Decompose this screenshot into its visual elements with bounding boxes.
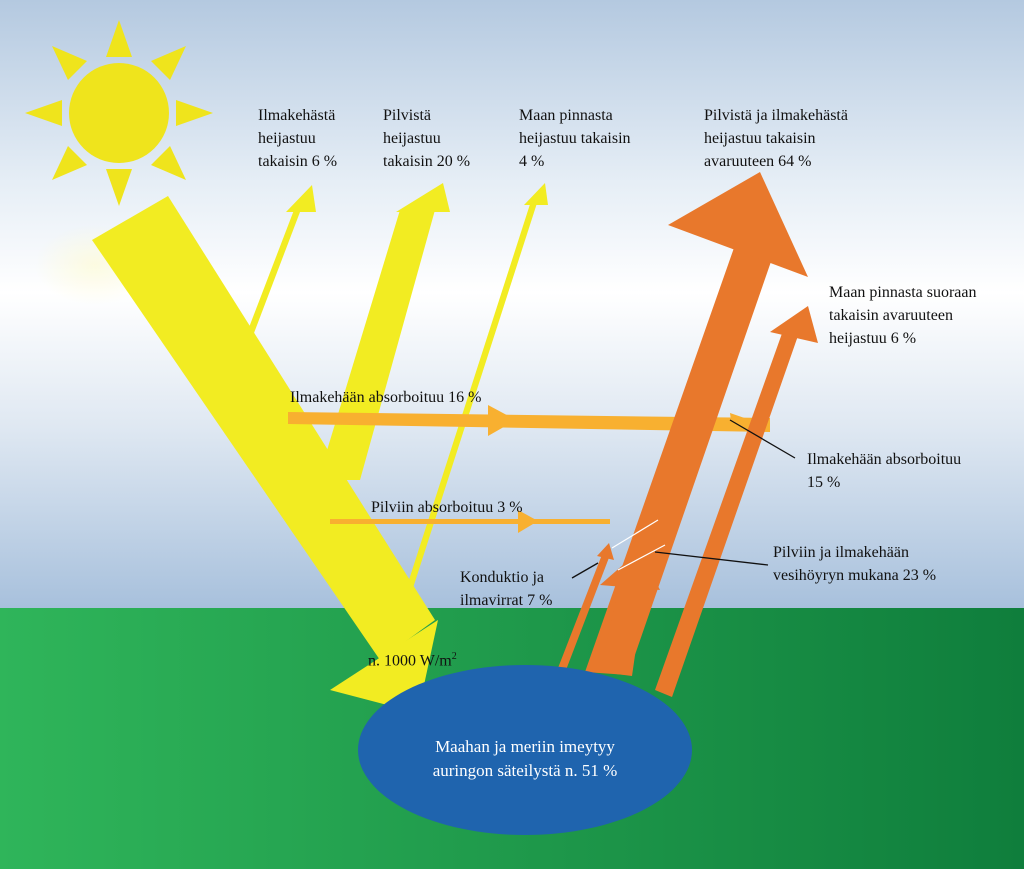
clouds-absorb-3-arrow [330,510,610,533]
irradiance-label: n. 1000 W/m2 [368,645,457,672]
irradiance-exponent: 2 [451,651,457,662]
surface-direct-arrow [655,306,818,697]
clouds-reflect-arrow [318,183,450,480]
conduction-label: Konduktio ja ilmavirrat 7 % [460,569,553,609]
atmosphere-absorb-16-label: Ilmakehään absorboituu 16 % [290,389,482,406]
atmosphere-absorb-15-label: Ilmakehään absorboituu 15 % [807,451,962,491]
space-total-label: Pilvistä ja ilmakehästä heijastuu takais… [704,107,848,170]
clouds-reflect-label: Pilvistä heijastuu takaisin 20 % [383,107,471,170]
vapor-arrow [600,550,660,676]
atmosphere-reflect-label: Ilmakehästä heijastuu takaisin 6 % [258,107,338,170]
irradiance-value: n. 1000 W/m [368,652,452,670]
surface-reflect-label: Maan pinnasta heijastuu takaisin 4 % [519,107,631,170]
leader-lines [571,419,796,579]
arrow-seams [611,519,666,571]
earth-absorption-ellipse [358,665,692,835]
atmosphere-reflect-arrow [248,185,316,333]
sun-icon [25,20,213,206]
clouds-absorb-label: Pilviin absorboituu 3 % [371,499,523,516]
vapor-label: Pilviin ja ilmakehään vesihöyryn mukana … [773,544,937,584]
conduction-arrow [558,543,614,670]
surface-direct-label: Maan pinnasta suoraan takaisin avaruutee… [829,284,977,347]
absorbed-label: Maahan ja meriin imeytyy auringon säteil… [432,737,618,780]
